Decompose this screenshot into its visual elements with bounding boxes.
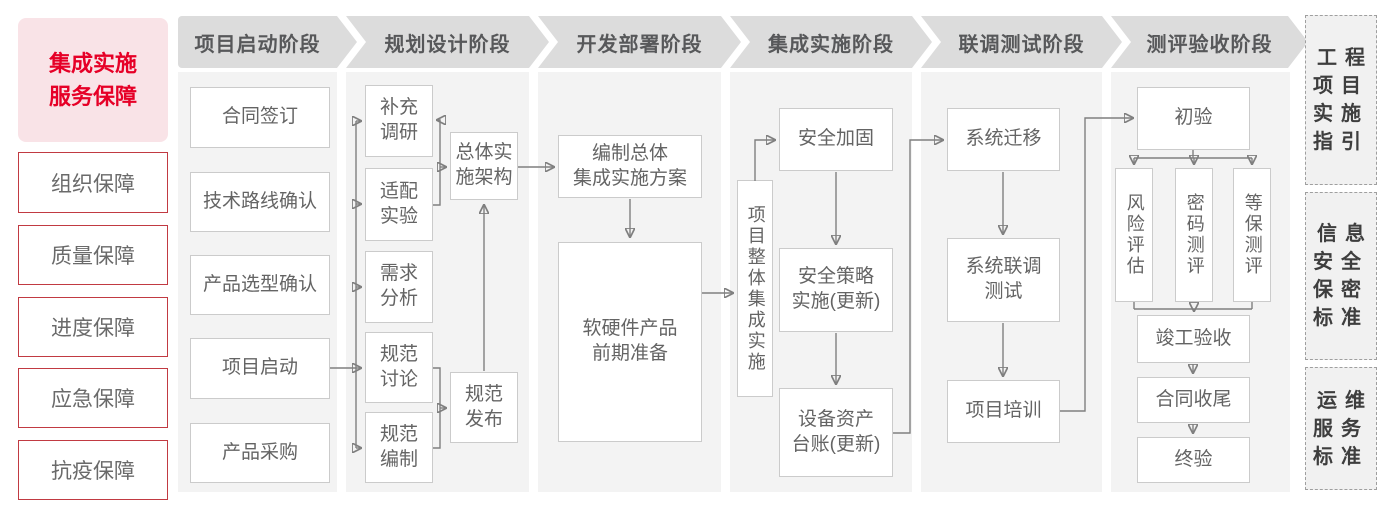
phase-banner-project-kickoff: 项目启动阶段 — [178, 16, 357, 68]
node-system-joint-testing: 系统联调 测试 — [947, 238, 1060, 322]
node-completion-acceptance: 竣工验收 — [1137, 315, 1250, 363]
node-spec-drafting: 规范 编制 — [365, 412, 433, 483]
sidebar-header: 集成实施 服务保障 — [18, 18, 168, 142]
sidebar-item-organization: 组织保障 — [18, 152, 168, 213]
sidebar-item-quality: 质量保障 — [18, 225, 168, 285]
node-project-training: 项目培训 — [947, 380, 1060, 443]
node-project-overall-integration: 项目整体集成实施 — [737, 180, 773, 397]
phase-banner-dev-deploy: 开发部署阶段 — [538, 16, 741, 68]
node-contract-sign: 合同签订 — [190, 87, 330, 148]
phase-banner-planning-design: 规划设计阶段 — [346, 16, 549, 68]
node-product-procurement: 产品采购 — [190, 423, 330, 483]
sidebar-item-epidemic: 抗疫保障 — [18, 440, 168, 500]
phase-label: 测评验收阶段 — [1146, 33, 1273, 56]
node-security-hardening: 安全加固 — [779, 108, 893, 171]
panel-project-implementation-guide: 工程 项目 实施 指引 — [1305, 15, 1377, 185]
node-crypto-evaluation: 密码测评 — [1175, 168, 1213, 302]
node-classified-protection-evaluation: 等保测评 — [1233, 168, 1271, 302]
node-supplementary-research: 补充 调研 — [365, 85, 433, 157]
node-requirement-analysis: 需求 分析 — [365, 251, 433, 323]
phase-banner-joint-testing: 联调测试阶段 — [921, 16, 1122, 68]
phase-label: 规划设计阶段 — [384, 33, 511, 56]
phase-label: 开发部署阶段 — [576, 33, 703, 56]
node-product-selection-confirm: 产品选型确认 — [190, 255, 330, 315]
sidebar-item-emergency: 应急保障 — [18, 368, 168, 428]
node-spec-release: 规范 发布 — [450, 372, 518, 443]
panel-infosec-confidentiality-standard: 信息 安全 保密 标准 — [1305, 192, 1377, 360]
node-final-acceptance: 终验 — [1137, 437, 1250, 483]
node-project-kickoff: 项目启动 — [190, 338, 330, 399]
phase-banner-evaluation-acceptance: 测评验收阶段 — [1111, 16, 1308, 68]
phase-label: 项目启动阶段 — [194, 33, 321, 56]
phase-label: 联调测试阶段 — [958, 33, 1085, 56]
node-tech-route-confirm: 技术路线确认 — [190, 172, 330, 232]
node-adaptation-test: 适配 实验 — [365, 168, 433, 241]
phase-banner-integration-impl: 集成实施阶段 — [730, 16, 932, 68]
node-product-preparation: 软硬件产品 前期准备 — [558, 242, 702, 442]
node-security-policy-update: 安全策略 实施(更新) — [779, 248, 893, 332]
node-overall-integration-plan: 编制总体 集成实施方案 — [558, 135, 702, 198]
phase-label: 集成实施阶段 — [768, 33, 894, 56]
node-spec-discussion: 规范 讨论 — [365, 332, 433, 403]
panel-om-service-standard: 运维 服务 标准 — [1305, 367, 1377, 490]
node-contract-closure: 合同收尾 — [1137, 377, 1250, 423]
node-system-migration: 系统迁移 — [947, 108, 1060, 171]
node-risk-assessment: 风险评估 — [1115, 168, 1153, 302]
node-initial-acceptance: 初验 — [1137, 87, 1250, 150]
node-asset-ledger-update: 设备资产 台账(更新) — [779, 388, 893, 477]
sidebar-item-schedule: 进度保障 — [18, 297, 168, 357]
node-overall-architecture: 总体实 施架构 — [450, 132, 518, 200]
